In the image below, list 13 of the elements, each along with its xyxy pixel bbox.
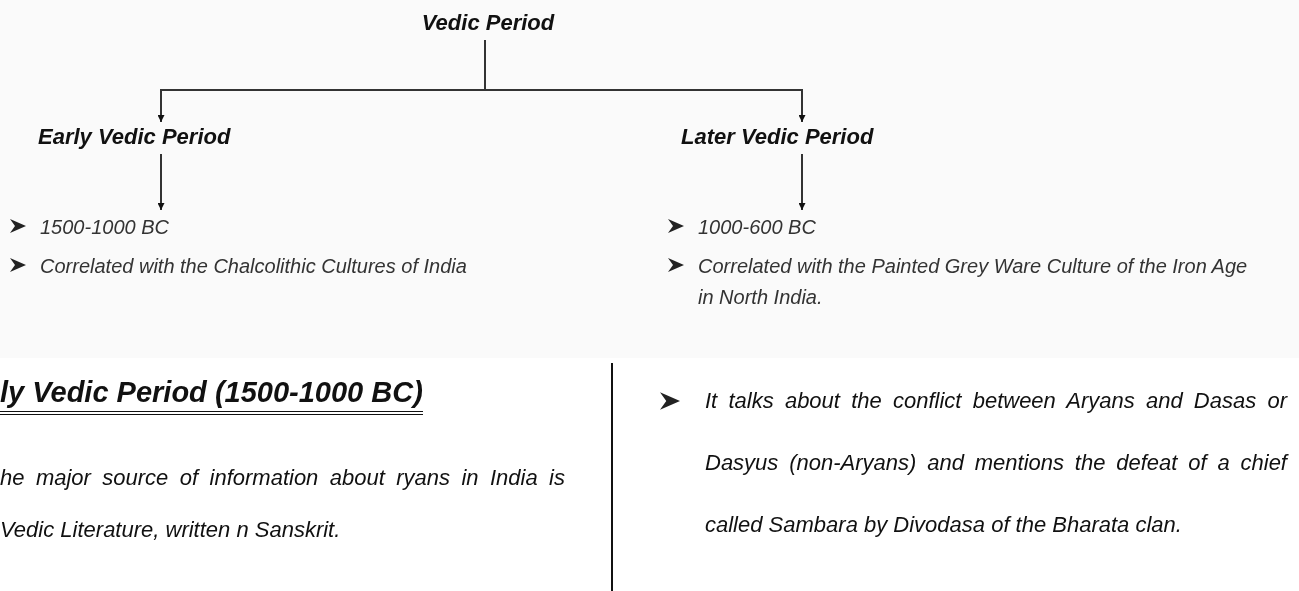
body-paragraph: It talks about the conflict between Aryans and Dasas or Dasyus (non-Aryans) and mentions the defeat of a chief called Sambara by Divodasa of the Bharata clan. — [705, 387, 1287, 539]
arrow — [484, 39, 806, 123]
arrow — [798, 153, 806, 211]
bullet-text: 1500-1000 BC — [40, 215, 169, 240]
heading-text: Early Vedic Period — [38, 124, 284, 150]
arrow — [157, 153, 165, 211]
bullet-text: Correlated with the Painted Grey Ware Culture of the Iron Age in North India. — [698, 254, 1249, 310]
heading-text: Later Vedic Period — [681, 124, 931, 150]
bullet-text: 1000-600 BC — [698, 215, 816, 240]
section-heading: ly Vedic Period (1500-1000 BC) — [0, 376, 423, 415]
bullet-text: Correlated with the Chalcolithic Cultures of India — [40, 254, 467, 279]
body-paragraph: he major source of information about ryans in India is Vedic Literature, written n Sanskrit. — [0, 464, 565, 544]
heading-text: Vedic Period — [395, 10, 581, 36]
